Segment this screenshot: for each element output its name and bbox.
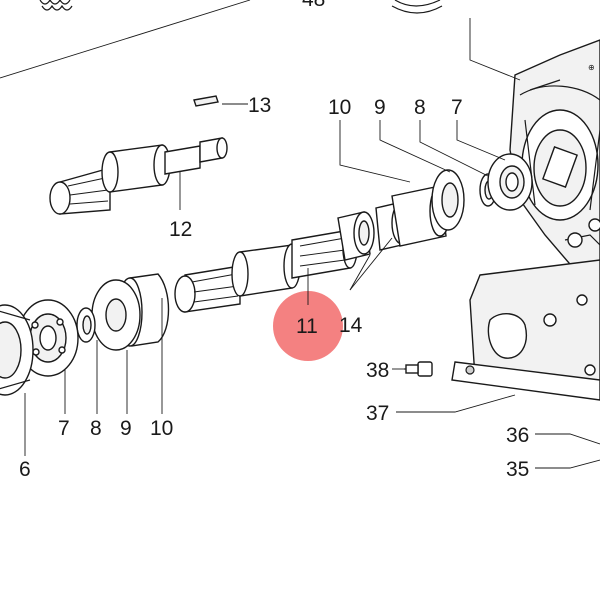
shaft-11 xyxy=(174,229,358,313)
callout-48: 48 xyxy=(302,0,325,11)
mounting-plate xyxy=(451,259,600,401)
leader-lines xyxy=(24,18,600,469)
ring-8-bottom xyxy=(76,307,96,343)
callout-35: 35 xyxy=(506,458,529,481)
callout-10-bottom: 10 xyxy=(150,417,173,440)
callout-6: 6 xyxy=(19,458,31,481)
callout-9-bottom: 9 xyxy=(120,417,132,440)
callout-13: 13 xyxy=(248,94,271,117)
bearing-7-top xyxy=(487,153,533,211)
callout-8-top: 8 xyxy=(414,96,426,119)
callout-labels: 48 13 12 10 9 8 7 11 14 7 8 9 10 6 38 37… xyxy=(19,0,529,481)
callout-11: 11 xyxy=(296,315,318,338)
cropped-spring-top xyxy=(39,0,73,11)
callout-36: 36 xyxy=(506,424,529,447)
callout-9-top: 9 xyxy=(374,96,386,119)
housing-small-label: ⊕ xyxy=(588,63,595,72)
seal-9-top xyxy=(431,169,465,231)
callout-10-top: 10 xyxy=(328,96,351,119)
frame-line xyxy=(0,0,251,79)
gear-6 xyxy=(0,304,34,396)
callout-14: 14 xyxy=(339,314,363,337)
key-13 xyxy=(193,95,219,107)
cropped-part-top xyxy=(391,0,443,14)
callout-38: 38 xyxy=(366,359,389,382)
callout-7-bottom: 7 xyxy=(58,417,70,440)
seal-9-bottom xyxy=(91,279,141,351)
callout-12: 12 xyxy=(169,218,192,241)
callout-37: 37 xyxy=(366,402,389,425)
callout-7-top: 7 xyxy=(451,96,463,119)
shaft-12 xyxy=(49,137,228,215)
bolt-38 xyxy=(404,361,433,377)
highlight-marker xyxy=(273,291,343,361)
callout-8-bottom: 8 xyxy=(90,417,102,440)
